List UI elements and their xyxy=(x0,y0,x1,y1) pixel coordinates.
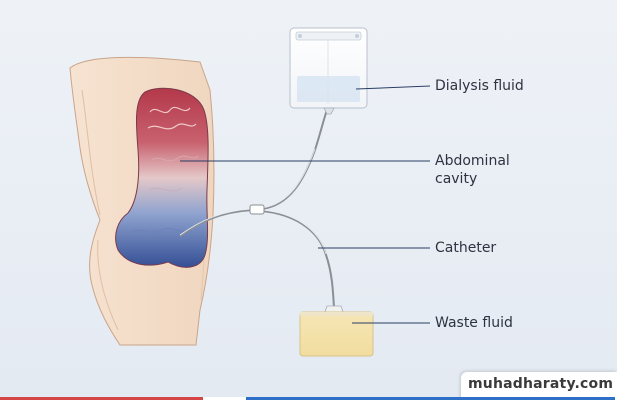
dialysis-fluid-bag xyxy=(289,27,368,115)
abdominal-cavity-shape xyxy=(115,87,209,268)
label-abdominal-cavity-line2: cavity xyxy=(435,171,478,187)
watermark-badge: muhadharaty.com xyxy=(461,372,617,400)
label-abdominal-cavity-line1: Abdominal xyxy=(435,153,510,169)
watermark-text: muhadharaty.com xyxy=(468,376,614,392)
catheter-connector xyxy=(249,204,265,215)
leader-line-dialysis-fluid xyxy=(355,85,431,90)
label-waste-fluid: Waste fluid xyxy=(435,315,513,331)
label-abdominal-cavity: Abdominal cavity xyxy=(435,152,510,188)
label-catheter: Catheter xyxy=(435,240,497,256)
bottom-color-stripe xyxy=(0,397,615,400)
label-dialysis-fluid: Dialysis fluid xyxy=(435,78,524,94)
catheter-tubing-highlight xyxy=(179,148,327,255)
waste-fluid-bag xyxy=(299,305,374,357)
leader-lines xyxy=(180,85,431,324)
